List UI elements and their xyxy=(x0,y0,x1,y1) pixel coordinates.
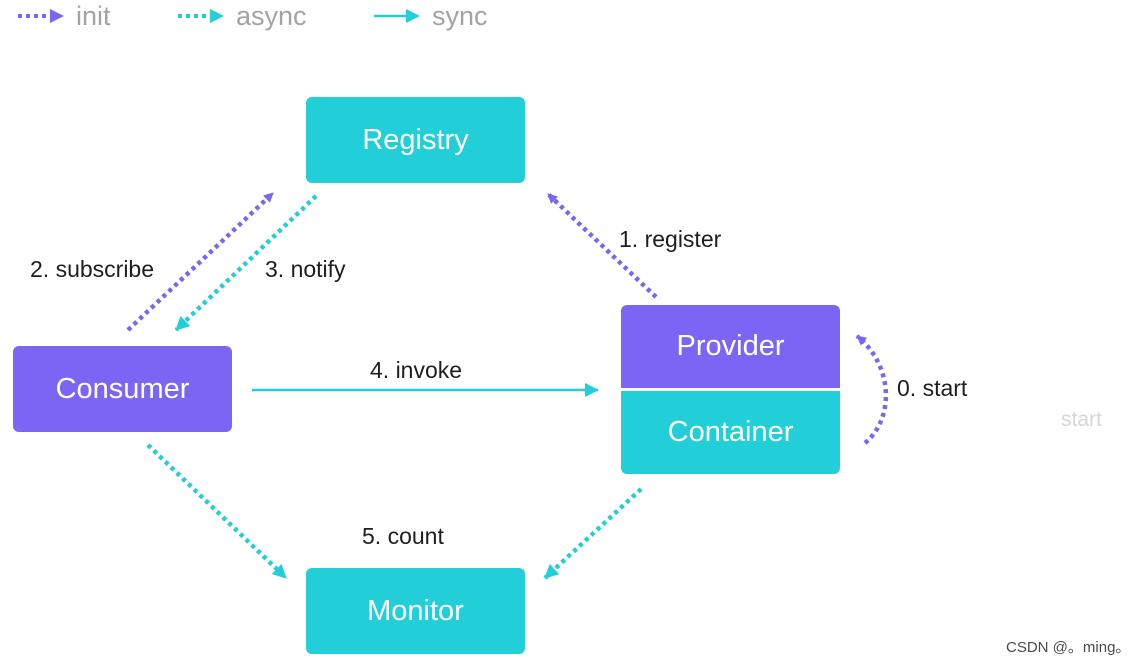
edge-count-container xyxy=(543,487,643,580)
solid-arrow-icon xyxy=(374,9,420,23)
node-provider: Provider xyxy=(621,305,840,388)
legend-init: init xyxy=(16,0,111,32)
node-container: Container xyxy=(621,391,840,474)
edge-label-invoke: 4. invoke xyxy=(370,357,463,383)
ghost-start-text: start xyxy=(1061,408,1102,431)
dotted-arrow-icon xyxy=(178,9,224,23)
edge-start xyxy=(855,334,888,445)
edge-label-start: 0. start xyxy=(897,375,968,401)
edge-subscribe xyxy=(126,191,275,332)
dotted-arrow-icon xyxy=(18,9,64,23)
legend-sync: sync xyxy=(372,0,488,32)
node-consumer: Consumer xyxy=(13,346,232,432)
edge-label-count: 5. count xyxy=(362,523,444,549)
node-monitor: Monitor xyxy=(306,568,525,654)
edge-label-register: 1. register xyxy=(619,226,722,252)
edge-label-subscribe: 2. subscribe xyxy=(30,256,155,282)
legend-async: async xyxy=(176,0,307,32)
watermark: CSDN @。ming。 xyxy=(1006,639,1131,656)
edge-label-notify: 3. notify xyxy=(265,256,346,282)
legend-sync-label: sync xyxy=(432,0,488,31)
edge-count-consumer xyxy=(146,443,288,580)
legend-async-label: async xyxy=(236,0,307,31)
edge-notify xyxy=(174,194,318,332)
legend-init-label: init xyxy=(76,0,111,31)
node-registry: Registry xyxy=(306,97,525,183)
edge-register xyxy=(546,192,658,299)
